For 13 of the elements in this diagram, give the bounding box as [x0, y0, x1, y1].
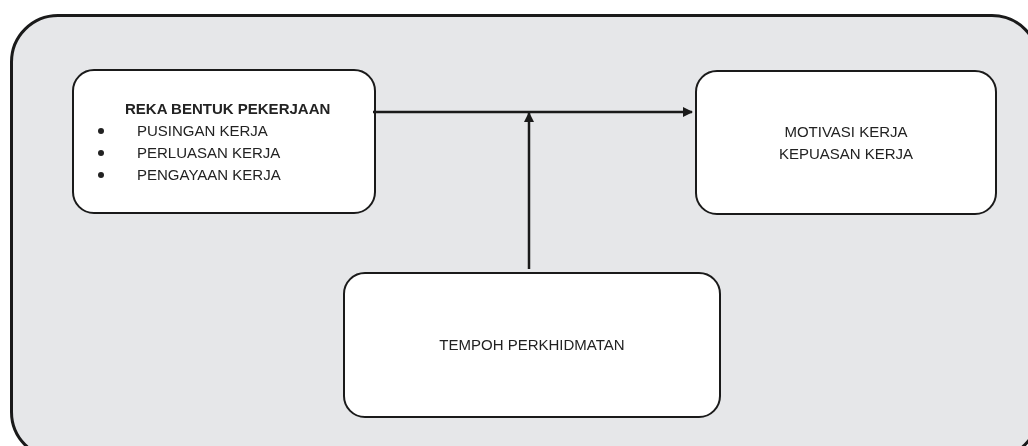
- bullet-item: PUSINGAN KERJA: [94, 119, 366, 142]
- box-text: KEPUASAN KERJA: [778, 143, 914, 164]
- bullet-item: PENGAYAAN KERJA: [94, 163, 366, 186]
- box-text: TEMPOH PERKHIDMATAN: [439, 335, 625, 355]
- arrow: [524, 112, 534, 269]
- box-text: MOTIVASI KERJA: [784, 121, 908, 142]
- frame-panel: [10, 14, 1028, 446]
- bullet-item: PERLUASAN KERJA: [94, 141, 366, 164]
- process-box: [695, 70, 997, 215]
- process-box: [72, 69, 376, 214]
- box-heading: REKA BENTUK PEKERJAAN: [124, 98, 332, 119]
- arrow: [373, 107, 693, 117]
- process-box: [343, 272, 721, 418]
